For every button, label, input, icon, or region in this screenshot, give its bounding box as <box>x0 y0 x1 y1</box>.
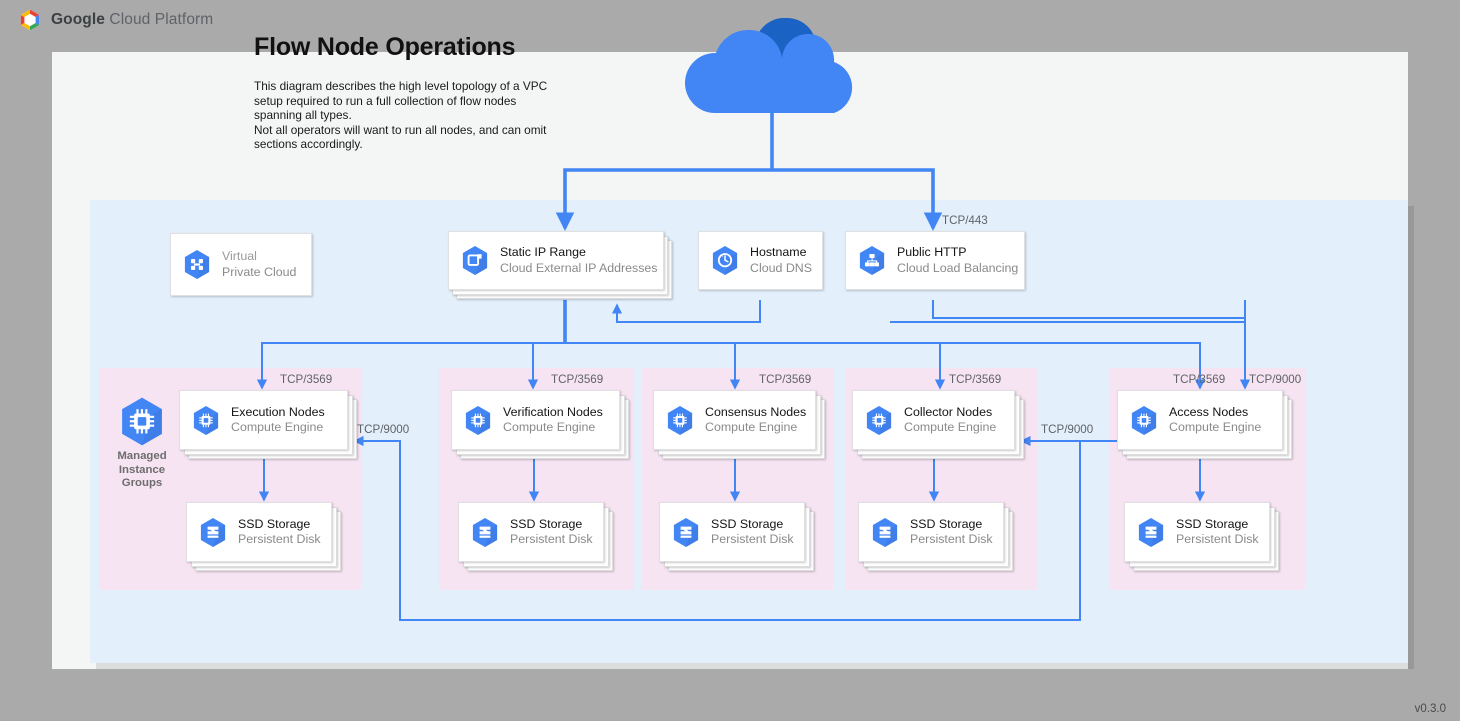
card-title: SSD Storage <box>510 516 583 531</box>
port-label-verification-in: TCP/3569 <box>551 373 604 386</box>
card-text: Static IP Range Cloud External IP Addres… <box>500 245 658 275</box>
port-label-execution-9000: TCP/9000 <box>357 423 410 436</box>
card-text: Hostname Cloud DNS <box>750 245 812 275</box>
compute-engine-icon-icon <box>465 405 491 435</box>
card-title: Collector Nodes <box>904 404 993 419</box>
cloud-icon <box>684 18 853 113</box>
port-label-internet-lb: TCP/443 <box>942 214 988 227</box>
managed-instance-groups-icon <box>122 397 162 446</box>
card-subtitle: Compute Engine <box>231 420 324 434</box>
virtual-private-cloud-icon <box>184 250 210 279</box>
card-title: SSD Storage <box>711 516 784 531</box>
card-subtitle: Compute Engine <box>503 420 596 434</box>
card-title: Verification Nodes <box>503 404 603 419</box>
persistent-disk-icon-icon <box>472 517 498 547</box>
card-subtitle: Persistent Disk <box>1176 532 1259 546</box>
card-title: Public HTTP <box>897 245 967 260</box>
card-title: Execution Nodes <box>231 404 325 419</box>
card-hostname[interactable]: Hostname Cloud DNS <box>698 231 823 290</box>
card-text: Virtual Private Cloud <box>222 249 296 279</box>
card-subtitle: Compute Engine <box>705 420 798 434</box>
cloud-dns-icon <box>712 246 738 275</box>
port-label-access-9000: TCP/9000 <box>1249 373 1302 386</box>
card-title: Static IP Range <box>500 245 586 260</box>
compute-engine-icon-icon <box>193 405 219 435</box>
card-title: Access Nodes <box>1169 404 1249 419</box>
card-title: Virtual <box>222 249 257 264</box>
diagram-description: This diagram describes the high level to… <box>254 79 548 152</box>
card-static-ip-range[interactable]: Static IP Range Cloud External IP Addres… <box>448 231 664 290</box>
gcp-brand-bold: Google <box>51 11 105 28</box>
compute-engine-icon-icon <box>866 405 892 435</box>
card-subtitle: Persistent Disk <box>238 532 321 546</box>
port-label-access-in: TCP/3569 <box>1173 373 1226 386</box>
compute-engine-icon-icon <box>667 405 693 435</box>
card-subtitle: Private Cloud <box>222 264 297 279</box>
port-label-execution-in: TCP/3569 <box>280 373 333 386</box>
card-subtitle: Cloud DNS <box>750 260 812 275</box>
google-cloud-hexagon-logo-icon <box>20 9 40 31</box>
card-subtitle: Cloud External IP Addresses <box>500 260 658 275</box>
gcp-brand-text: Google Cloud Platform <box>51 11 213 29</box>
external-ip-icon <box>462 246 488 275</box>
card-subtitle: Persistent Disk <box>510 532 593 546</box>
gcp-brand-rest: Cloud Platform <box>105 11 214 28</box>
load-balancing-icon <box>859 246 885 275</box>
card-subtitle: Persistent Disk <box>910 532 993 546</box>
page-title: Flow Node Operations <box>254 33 516 61</box>
card-text: Public HTTP Cloud Load Balancing <box>897 245 1018 275</box>
persistent-disk-icon-icon <box>1138 517 1164 547</box>
persistent-disk-icon-icon <box>673 517 699 547</box>
card-title: SSD Storage <box>238 516 311 531</box>
persistent-disk-icon-icon <box>872 517 898 547</box>
card-subtitle: Compute Engine <box>904 420 997 434</box>
compute-engine-icon-icon <box>1131 405 1157 435</box>
card-title: Consensus Nodes <box>705 404 807 419</box>
persistent-disk-icon-icon <box>200 517 226 547</box>
port-label-collector-in: TCP/3569 <box>949 373 1002 386</box>
port-label-consensus-in: TCP/3569 <box>759 373 812 386</box>
card-title: Hostname <box>750 245 807 260</box>
gcp-header: Google Cloud Platform <box>18 8 213 32</box>
card-subtitle: Compute Engine <box>1169 420 1262 434</box>
card-title: SSD Storage <box>910 516 983 531</box>
card-title: SSD Storage <box>1176 516 1249 531</box>
card-virtual-private-cloud[interactable]: Virtual Private Cloud <box>170 233 312 296</box>
card-public-http[interactable]: Public HTTP Cloud Load Balancing <box>845 231 1025 290</box>
port-label-collector-9000: TCP/9000 <box>1041 423 1094 436</box>
card-subtitle: Cloud Load Balancing <box>897 260 1019 275</box>
version-label: v0.3.0 <box>1414 703 1446 715</box>
card-subtitle: Persistent Disk <box>711 532 794 546</box>
